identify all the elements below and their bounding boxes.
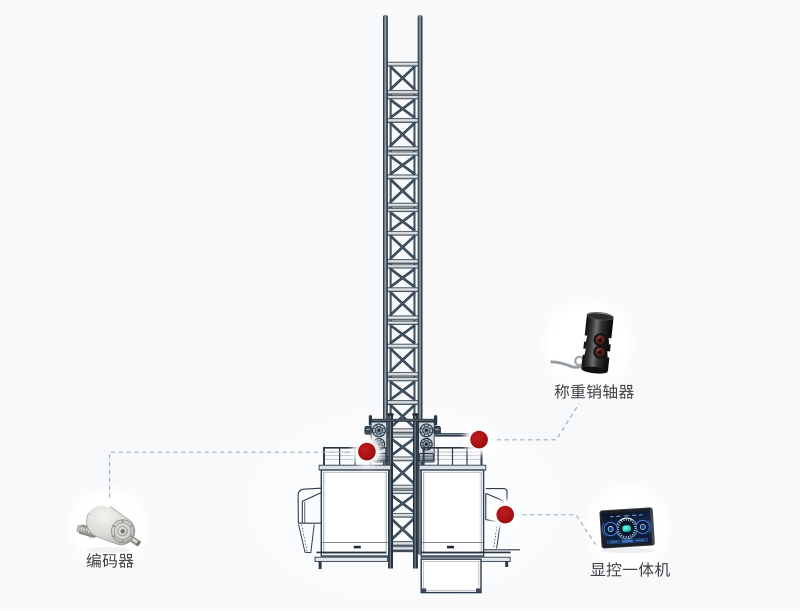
load-pin-image <box>550 311 614 374</box>
cage-left-handle <box>353 545 361 549</box>
marker-encoder <box>358 442 376 461</box>
cage-left-side-frame <box>297 487 322 554</box>
cage-guide-columns <box>387 413 419 569</box>
hoist-cage-left <box>318 464 392 557</box>
display-unit-label <box>590 562 670 577</box>
marker-load-pin <box>470 430 488 449</box>
load-pin-label <box>554 384 634 399</box>
connector-lines <box>108 403 597 545</box>
hoist-cage-right <box>418 464 487 557</box>
annotation-markers <box>351 424 521 530</box>
encoder-label <box>86 553 134 568</box>
guide-rail-bar <box>435 433 471 437</box>
encoder-image <box>76 503 141 553</box>
connector-load-pin <box>489 403 580 441</box>
marker-display <box>496 505 514 524</box>
display-unit-image <box>599 507 655 554</box>
lattice-mast <box>383 15 423 555</box>
cage-right-handle <box>447 545 454 549</box>
cage-right-lower-box <box>420 558 482 594</box>
connector-encoder <box>108 451 352 498</box>
